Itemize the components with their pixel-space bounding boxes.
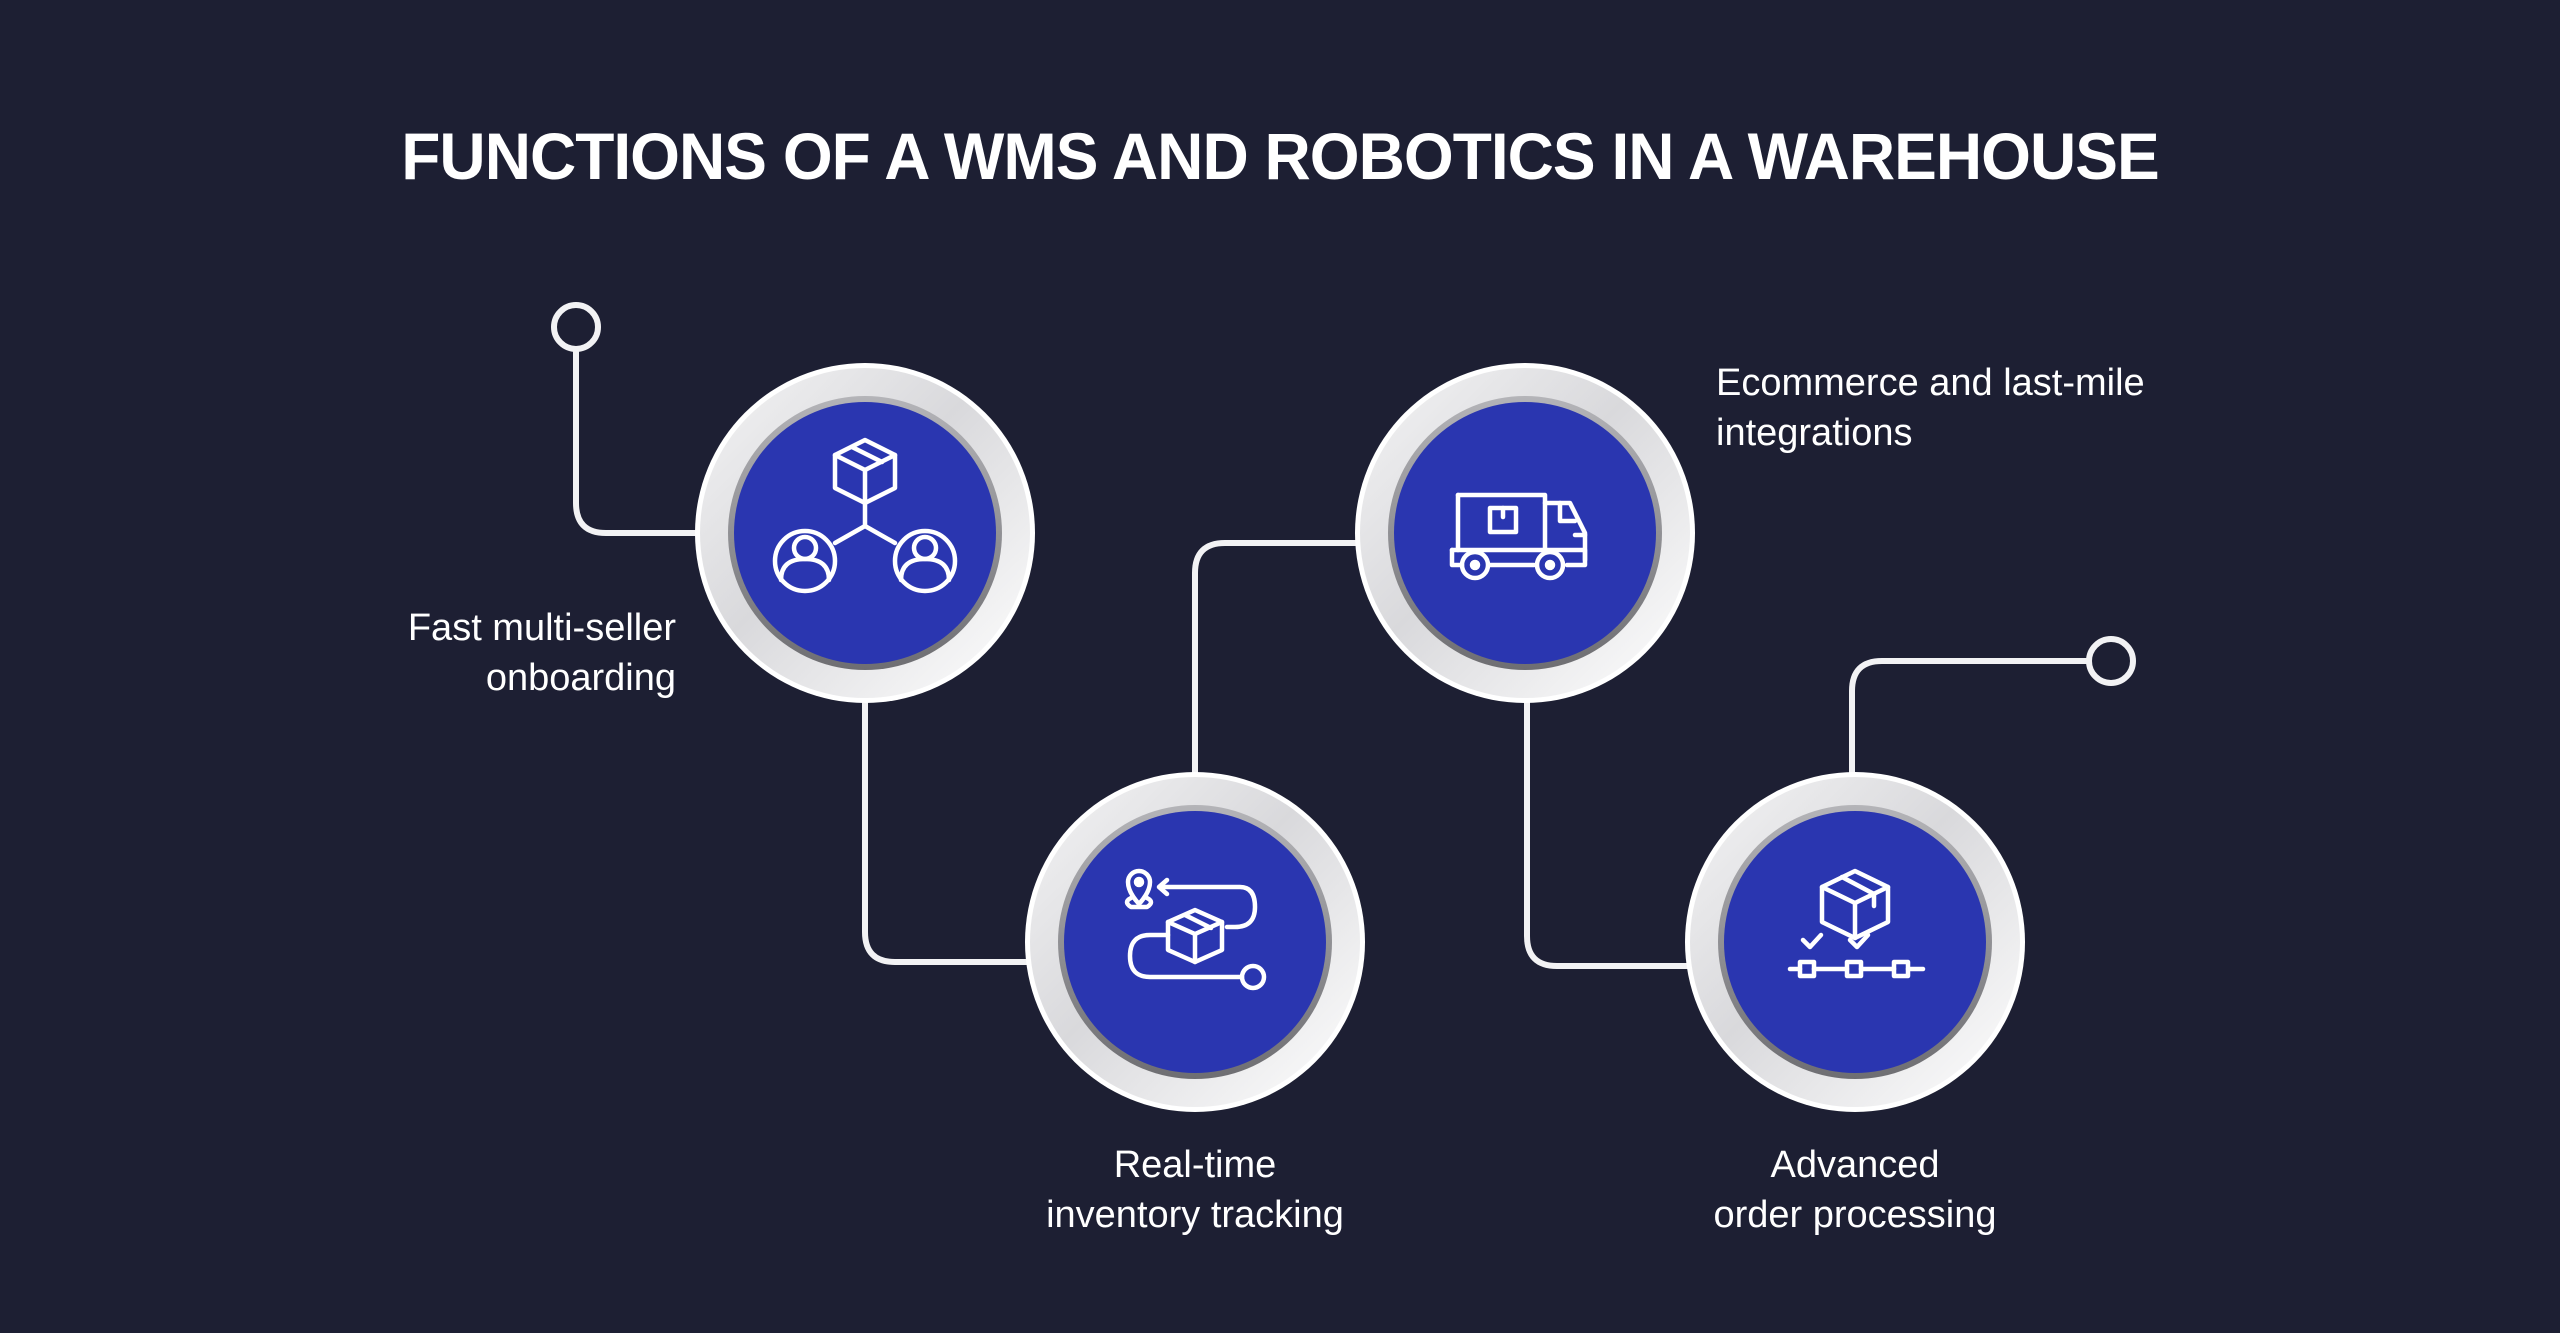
step-label-2: Real-time inventory tracking bbox=[1046, 1140, 1344, 1240]
step-label-3-line-2: integrations bbox=[1716, 412, 1913, 454]
step-label-1-line-1: Fast multi-seller bbox=[407, 607, 676, 649]
step-label-4-line-1: Advanced bbox=[1770, 1144, 1940, 1186]
delivery-truck-icon bbox=[1449, 492, 1588, 581]
step-label-4: Advanced order processing bbox=[1713, 1140, 1996, 1240]
multi-seller-box-icon bbox=[772, 437, 958, 594]
connector-step4-to-end bbox=[1849, 658, 2090, 779]
connector-step1-to-step2 bbox=[862, 697, 1033, 965]
step-label-4-line-2: order processing bbox=[1713, 1194, 1997, 1236]
connector-step2-to-step3 bbox=[1192, 540, 1363, 779]
step-node-3 bbox=[1355, 363, 1695, 703]
step-label-3: Ecommerce and last-mile integrations bbox=[1716, 358, 2145, 458]
start-node bbox=[551, 302, 601, 352]
step-label-2-line-1: Real-time bbox=[1113, 1144, 1277, 1186]
step-label-1-line-2: onboarding bbox=[485, 657, 676, 699]
step-label-3-line-1: Ecommerce and last-mile bbox=[1716, 362, 2145, 404]
step-node-4 bbox=[1685, 772, 2025, 1112]
connector-step3-to-step4 bbox=[1524, 697, 1693, 969]
connector-start-to-step1 bbox=[573, 348, 703, 536]
step-node-2 bbox=[1025, 772, 1365, 1112]
step-node-1 bbox=[695, 363, 1035, 703]
page-title: FUNCTIONS OF A WMS AND ROBOTICS IN A WAR… bbox=[401, 119, 2159, 193]
end-node bbox=[2086, 636, 2136, 686]
inventory-tracking-route-icon bbox=[1124, 868, 1267, 991]
step-label-2-line-2: inventory tracking bbox=[1046, 1194, 1344, 1236]
step-label-1: Fast multi-seller onboarding bbox=[408, 603, 676, 703]
order-processing-icon bbox=[1787, 868, 1926, 979]
